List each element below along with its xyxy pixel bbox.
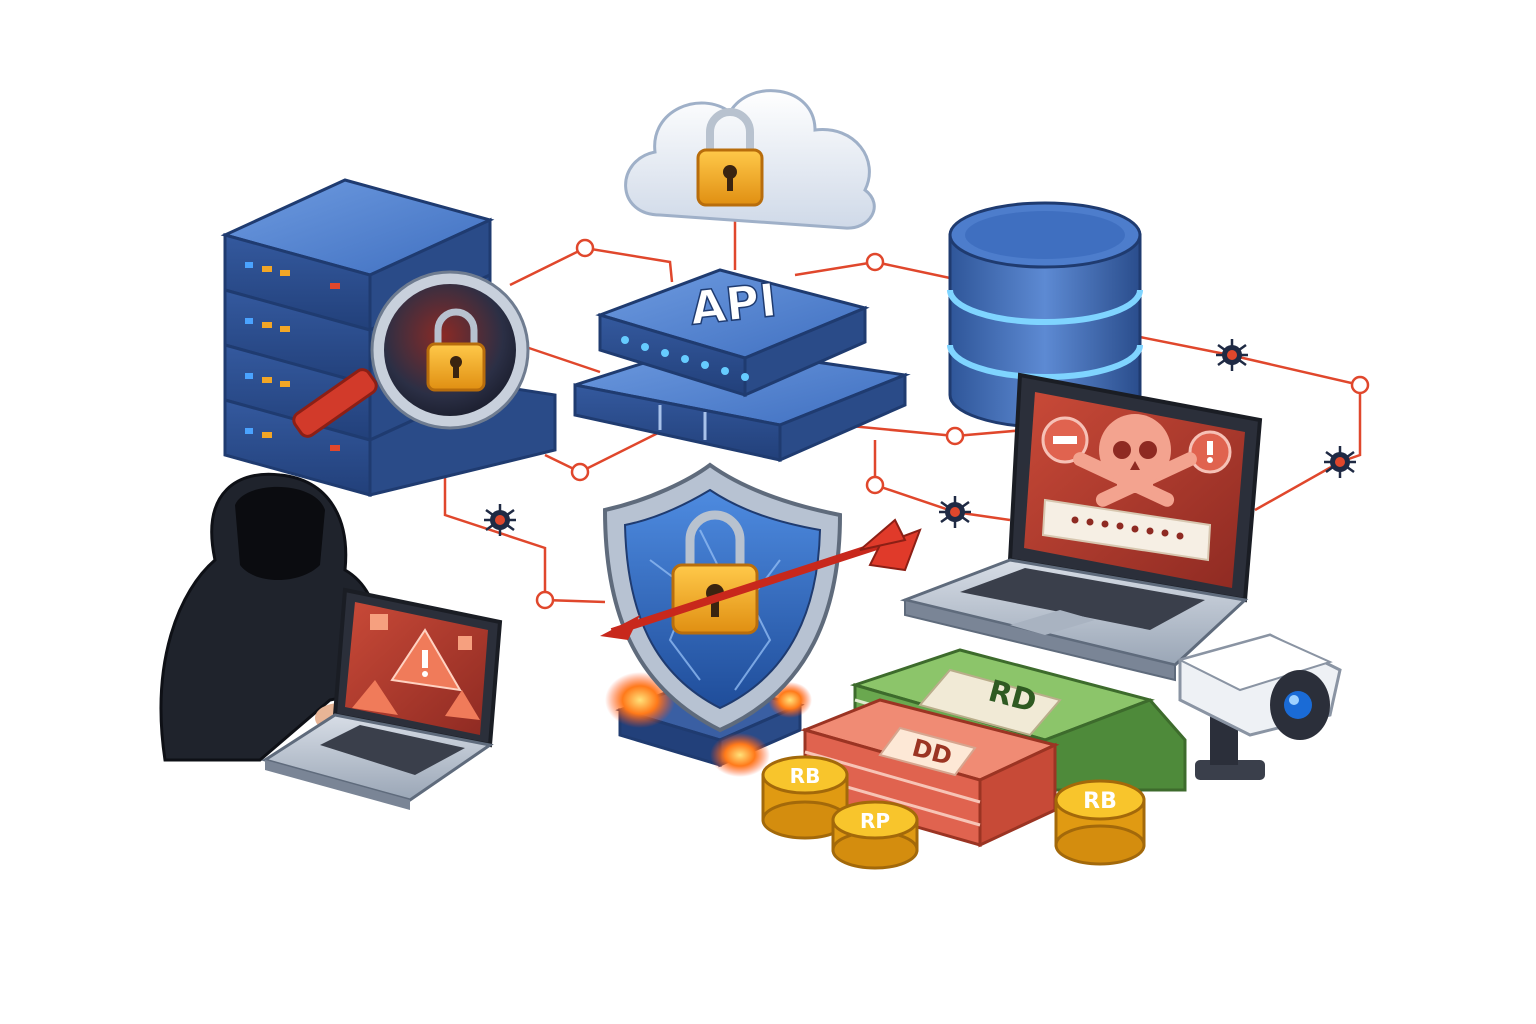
laptop-icon <box>899 372 1263 682</box>
network-link <box>519 343 601 374</box>
arrow-icon <box>600 518 922 640</box>
database-icon <box>947 201 1143 429</box>
warning-icon <box>390 628 462 692</box>
coin-icon: RB <box>1054 779 1146 866</box>
network-node <box>575 238 595 258</box>
coin-stack: RB RP RB <box>761 755 1146 870</box>
laptop-icon <box>261 587 503 810</box>
network-link <box>443 460 606 604</box>
network-link <box>839 423 1026 438</box>
warning-icon <box>445 690 480 720</box>
coin-label: RP <box>860 809 890 833</box>
password-field <box>1041 498 1212 562</box>
fire-effect <box>605 672 812 777</box>
network-link <box>1129 333 1362 512</box>
bug-icon <box>1324 446 1356 478</box>
api-gateway-icon: API <box>573 268 911 463</box>
network-nodes <box>535 238 1370 610</box>
cash-stack-icon: RD DD <box>800 648 1187 848</box>
server-unit <box>223 383 557 497</box>
status-lights <box>621 336 749 381</box>
warning-icon <box>352 680 398 715</box>
error-badge-icon <box>1041 416 1089 464</box>
coin-label: RB <box>1083 789 1117 814</box>
coin-icon: RB <box>761 755 849 840</box>
network-link <box>873 440 1011 522</box>
skull-icon <box>1073 414 1197 507</box>
network-node <box>865 475 885 495</box>
network-node <box>535 590 555 610</box>
network-node <box>865 252 885 272</box>
network-node <box>945 426 965 446</box>
api-label: API <box>688 273 780 336</box>
bug-icon <box>939 496 971 528</box>
security-camera-icon <box>1177 633 1342 780</box>
bug-icon <box>484 504 516 536</box>
padlock-icon <box>696 108 764 207</box>
network-link <box>509 246 674 287</box>
coin-icon: RP <box>831 800 919 870</box>
alert-tile <box>370 614 388 630</box>
network-node <box>1350 375 1370 395</box>
padlock-icon <box>426 308 486 392</box>
network-link <box>544 430 661 474</box>
bug-icon <box>1216 339 1248 371</box>
coin-label: RB <box>790 764 821 788</box>
alert-tile <box>458 636 472 650</box>
warning-badge-icon <box>1188 430 1232 474</box>
network-node <box>570 462 590 482</box>
